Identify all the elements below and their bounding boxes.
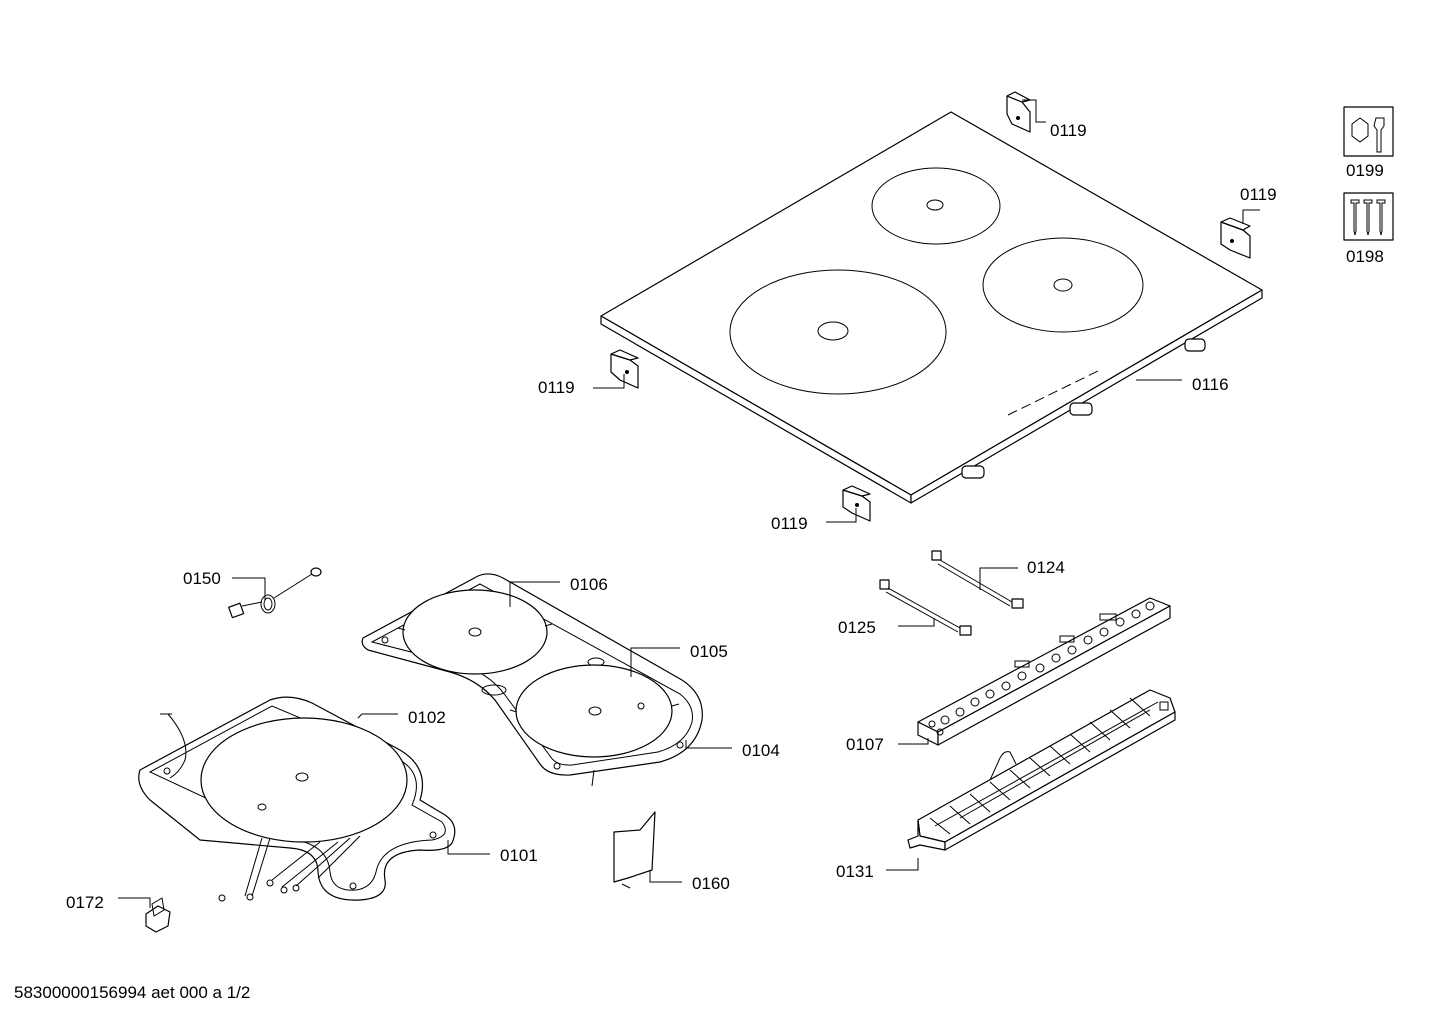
callout-0198: 0198	[1346, 247, 1384, 266]
clip-0172[interactable]	[145, 897, 171, 933]
tool-kit-icon[interactable]	[1343, 106, 1394, 157]
callout-0119-right: 0119	[1240, 185, 1277, 204]
callout-0199: 0199	[1346, 161, 1384, 180]
callout-0150: 0150	[183, 569, 221, 588]
induction-coil-0102[interactable]	[200, 717, 408, 902]
callout-0102: 0102	[408, 708, 446, 727]
callout-0116: 0116	[1192, 375, 1229, 394]
control-module-0107[interactable]	[917, 597, 1171, 746]
induction-coil-0106[interactable]	[397, 589, 553, 675]
callout-0107: 0107	[846, 735, 884, 754]
callout-0172: 0172	[66, 893, 104, 912]
temperature-sensor-0150[interactable]	[228, 567, 322, 619]
callout-0131: 0131	[836, 862, 874, 881]
hob-glass-top[interactable]	[600, 111, 1263, 504]
callout-0101: 0101	[500, 846, 538, 865]
screw-set-icon[interactable]	[1343, 192, 1394, 241]
leader-lines	[118, 99, 1260, 908]
callout-0125: 0125	[838, 618, 876, 637]
housing-frame-0131[interactable]	[907, 689, 1176, 851]
bracket-0119-top[interactable]	[1006, 91, 1031, 133]
callout-0124: 0124	[1027, 558, 1065, 577]
induction-coil-0105[interactable]	[509, 664, 680, 758]
ribbon-cable-0125[interactable]	[879, 579, 972, 636]
ribbon-cable-0124[interactable]	[931, 550, 1024, 609]
callout-0119-bottom: 0119	[771, 514, 808, 533]
shield-plate-0160[interactable]	[613, 811, 656, 889]
callout-0119-left: 0119	[538, 378, 575, 397]
bracket-0119-bottom[interactable]	[842, 485, 871, 522]
callout-labels: 0119 0119 0119 0119 0116 0199 0198 0150 …	[66, 121, 1384, 912]
bracket-0119-left[interactable]	[610, 349, 639, 389]
callout-0119-top: 0119	[1050, 121, 1087, 140]
callout-0106: 0106	[570, 575, 608, 594]
callout-0104: 0104	[742, 741, 780, 760]
callout-0105: 0105	[690, 642, 728, 661]
document-id: 58300000156994 aet 000 a 1/2	[14, 983, 250, 1002]
callout-0160: 0160	[692, 874, 730, 893]
bracket-0119-right[interactable]	[1220, 217, 1251, 259]
